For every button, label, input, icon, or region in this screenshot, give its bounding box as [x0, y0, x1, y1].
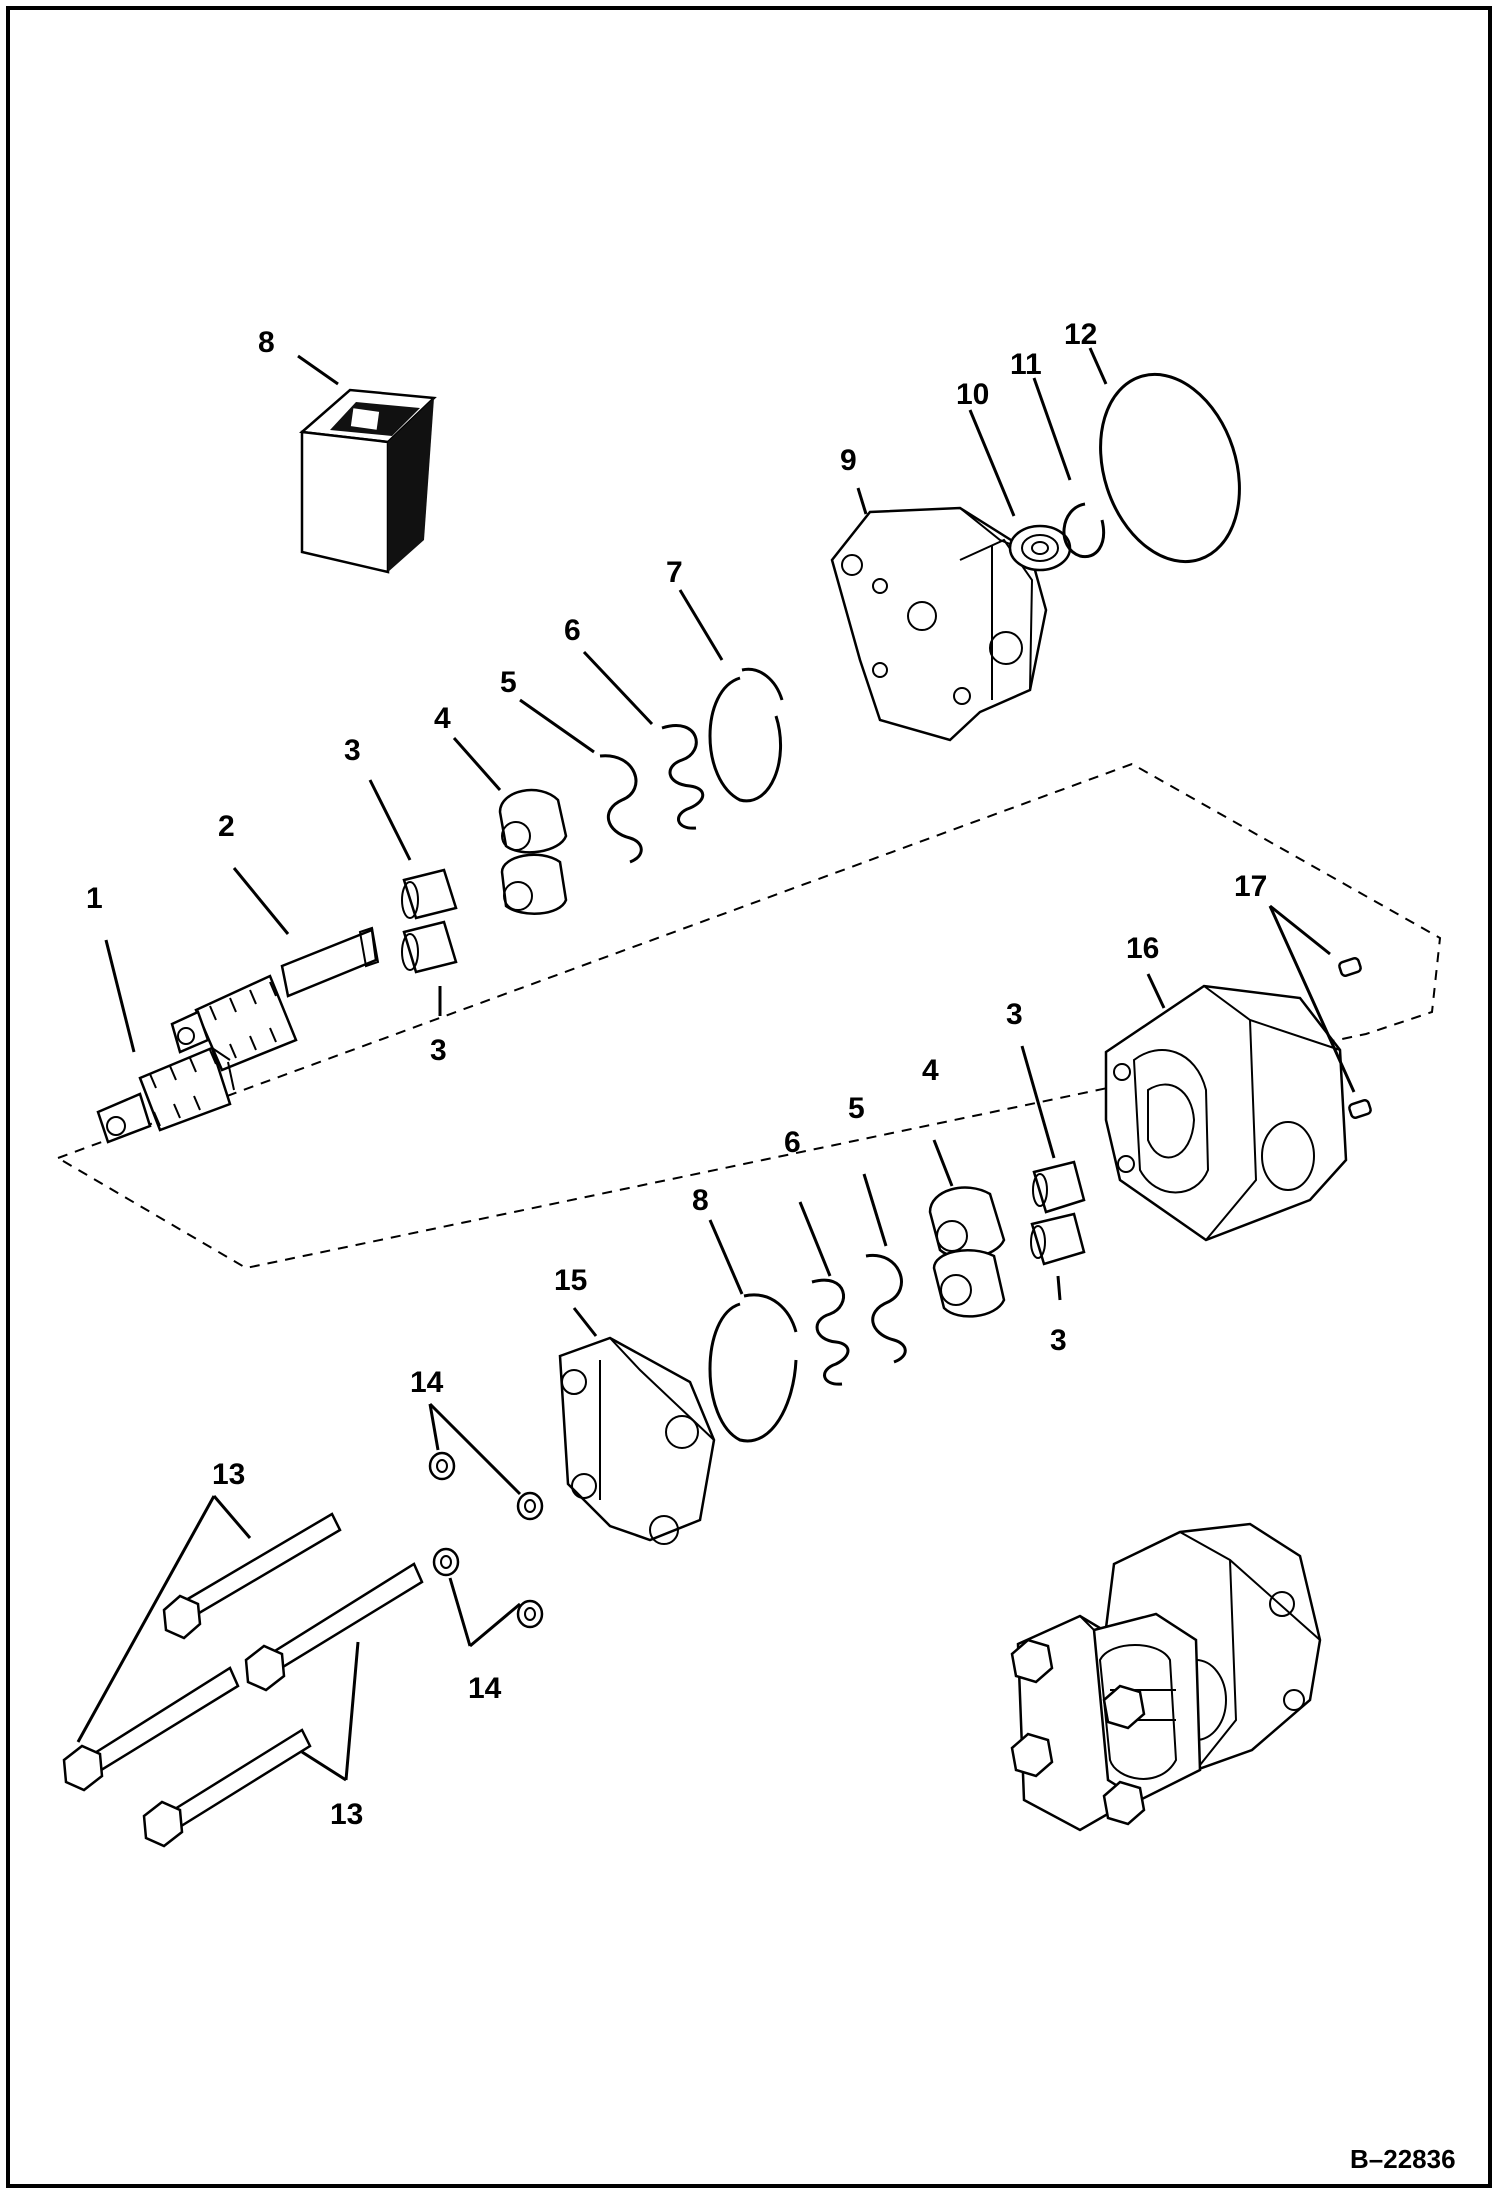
callout-3-lower-a: 3	[1006, 998, 1023, 1031]
lock-washers	[428, 1451, 544, 1629]
callout-1: 1	[86, 882, 103, 915]
bushings-lower	[1030, 1160, 1086, 1266]
callout-5-upper: 5	[500, 666, 517, 699]
front-cover	[558, 1336, 716, 1545]
callout-3-upper-b: 3	[430, 1034, 447, 1067]
seal-kit-box	[299, 388, 437, 574]
driven-gear	[96, 1046, 235, 1144]
o-ring-upper	[708, 667, 784, 803]
drawing-number: B–22836	[1350, 2144, 1456, 2174]
callout-11: 11	[1010, 348, 1042, 381]
bushings-upper	[401, 868, 458, 974]
cap-screws	[62, 1512, 424, 1848]
dowel-pins	[1338, 957, 1372, 1119]
bearing	[1008, 524, 1072, 572]
callout-5-lower: 5	[848, 1092, 865, 1125]
callout-7: 7	[666, 556, 683, 589]
callout-17: 17	[1234, 870, 1267, 903]
pump-housing	[1104, 984, 1348, 1242]
callout-13-upper: 13	[212, 1458, 245, 1491]
gear-assembly-outline	[55, 762, 1442, 1270]
callout-9: 9	[840, 444, 857, 477]
callout-8-top: 8	[258, 326, 275, 359]
callout-4-upper: 4	[434, 702, 451, 735]
callout-12: 12	[1064, 318, 1097, 351]
leader-lines	[76, 347, 1356, 1782]
large-o-ring	[1099, 372, 1241, 564]
page-border	[6, 6, 1492, 2188]
snap-ring	[1062, 502, 1105, 559]
drive-gear-shaft	[170, 926, 380, 1072]
callout-3-upper-a: 3	[344, 734, 361, 767]
callout-6-upper: 6	[564, 614, 581, 647]
callout-13-lower: 13	[330, 1798, 363, 1831]
seal-upper	[599, 754, 643, 864]
seal-lower	[865, 1253, 907, 1364]
o-ring-lower	[708, 1293, 798, 1443]
callout-2: 2	[218, 810, 235, 843]
callout-15: 15	[554, 1264, 587, 1297]
callout-10: 10	[956, 378, 989, 411]
callout-14-lower: 14	[468, 1672, 502, 1705]
backup-seal-upper	[661, 724, 705, 830]
callout-4-lower: 4	[922, 1054, 939, 1087]
callout-16: 16	[1126, 932, 1159, 965]
callout-14-upper: 14	[410, 1366, 444, 1399]
bushing-block-lower	[928, 1186, 1006, 1318]
callout-3-lower-b: 3	[1050, 1324, 1067, 1357]
backup-seal-lower	[811, 1278, 850, 1386]
assembled-pump	[1010, 1522, 1322, 1832]
bushing-block-upper	[498, 788, 568, 915]
callout-6-lower: 6	[784, 1126, 801, 1159]
callout-8-lower: 8	[692, 1184, 709, 1217]
